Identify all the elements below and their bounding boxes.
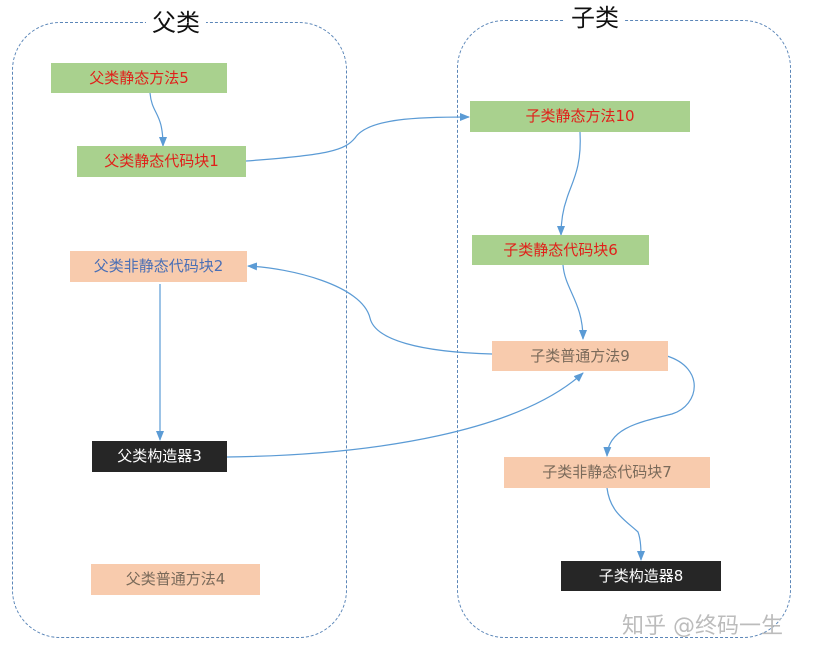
arrow-parent-static-block-to-child-static-method [245, 113, 470, 162]
arrow-child-instance-block-to-constructor [606, 487, 645, 561]
parent-instance-block-box: 父类非静态代码块2 [70, 251, 247, 282]
arrow-child-normal-method-to-parent-instance-block [247, 262, 493, 355]
parent-constructor-label: 父类构造器3 [117, 447, 202, 465]
child-normal-method-box: 子类普通方法9 [492, 341, 668, 371]
parent-class-title: 父类 [146, 9, 206, 37]
child-instance-block-box: 子类非静态代码块7 [504, 457, 710, 488]
child-static-block-box: 子类静态代码块6 [472, 235, 649, 265]
parent-static-block-box: 父类静态代码块1 [77, 146, 246, 177]
arrow-parent-constructor-to-child-normal-method [226, 372, 584, 458]
parent-static-block-label: 父类静态代码块1 [104, 152, 219, 170]
parent-static-method-box: 父类静态方法5 [51, 63, 227, 93]
parent-normal-method-label: 父类普通方法4 [125, 570, 226, 588]
child-static-method-label: 子类静态方法10 [525, 107, 635, 125]
arrow-child-static-block-to-normal-method [562, 264, 587, 340]
child-static-block-label: 子类静态代码块6 [503, 240, 618, 259]
arrow-parent-static-method-to-static-block [149, 92, 167, 147]
parent-static-method-label: 父类静态方法5 [89, 68, 189, 87]
child-constructor-box: 子类构造器8 [561, 561, 721, 591]
parent-instance-block-label: 父类非静态代码块2 [93, 257, 224, 275]
child-static-method-box: 子类静态方法10 [470, 101, 690, 132]
child-class-title: 子类 [565, 4, 625, 32]
arrow-child-static-method-to-static-block [557, 131, 581, 236]
arrow-child-normal-method-to-instance-block [603, 355, 695, 457]
watermark-text: 知乎 @终码一生 [622, 614, 783, 639]
child-constructor-label: 子类构造器8 [598, 566, 684, 585]
parent-normal-method-box: 父类普通方法4 [91, 564, 260, 595]
child-instance-block-label: 子类非静态代码块7 [542, 463, 672, 481]
parent-constructor-box: 父类构造器3 [92, 441, 227, 472]
child-normal-method-label: 子类普通方法9 [530, 346, 630, 365]
